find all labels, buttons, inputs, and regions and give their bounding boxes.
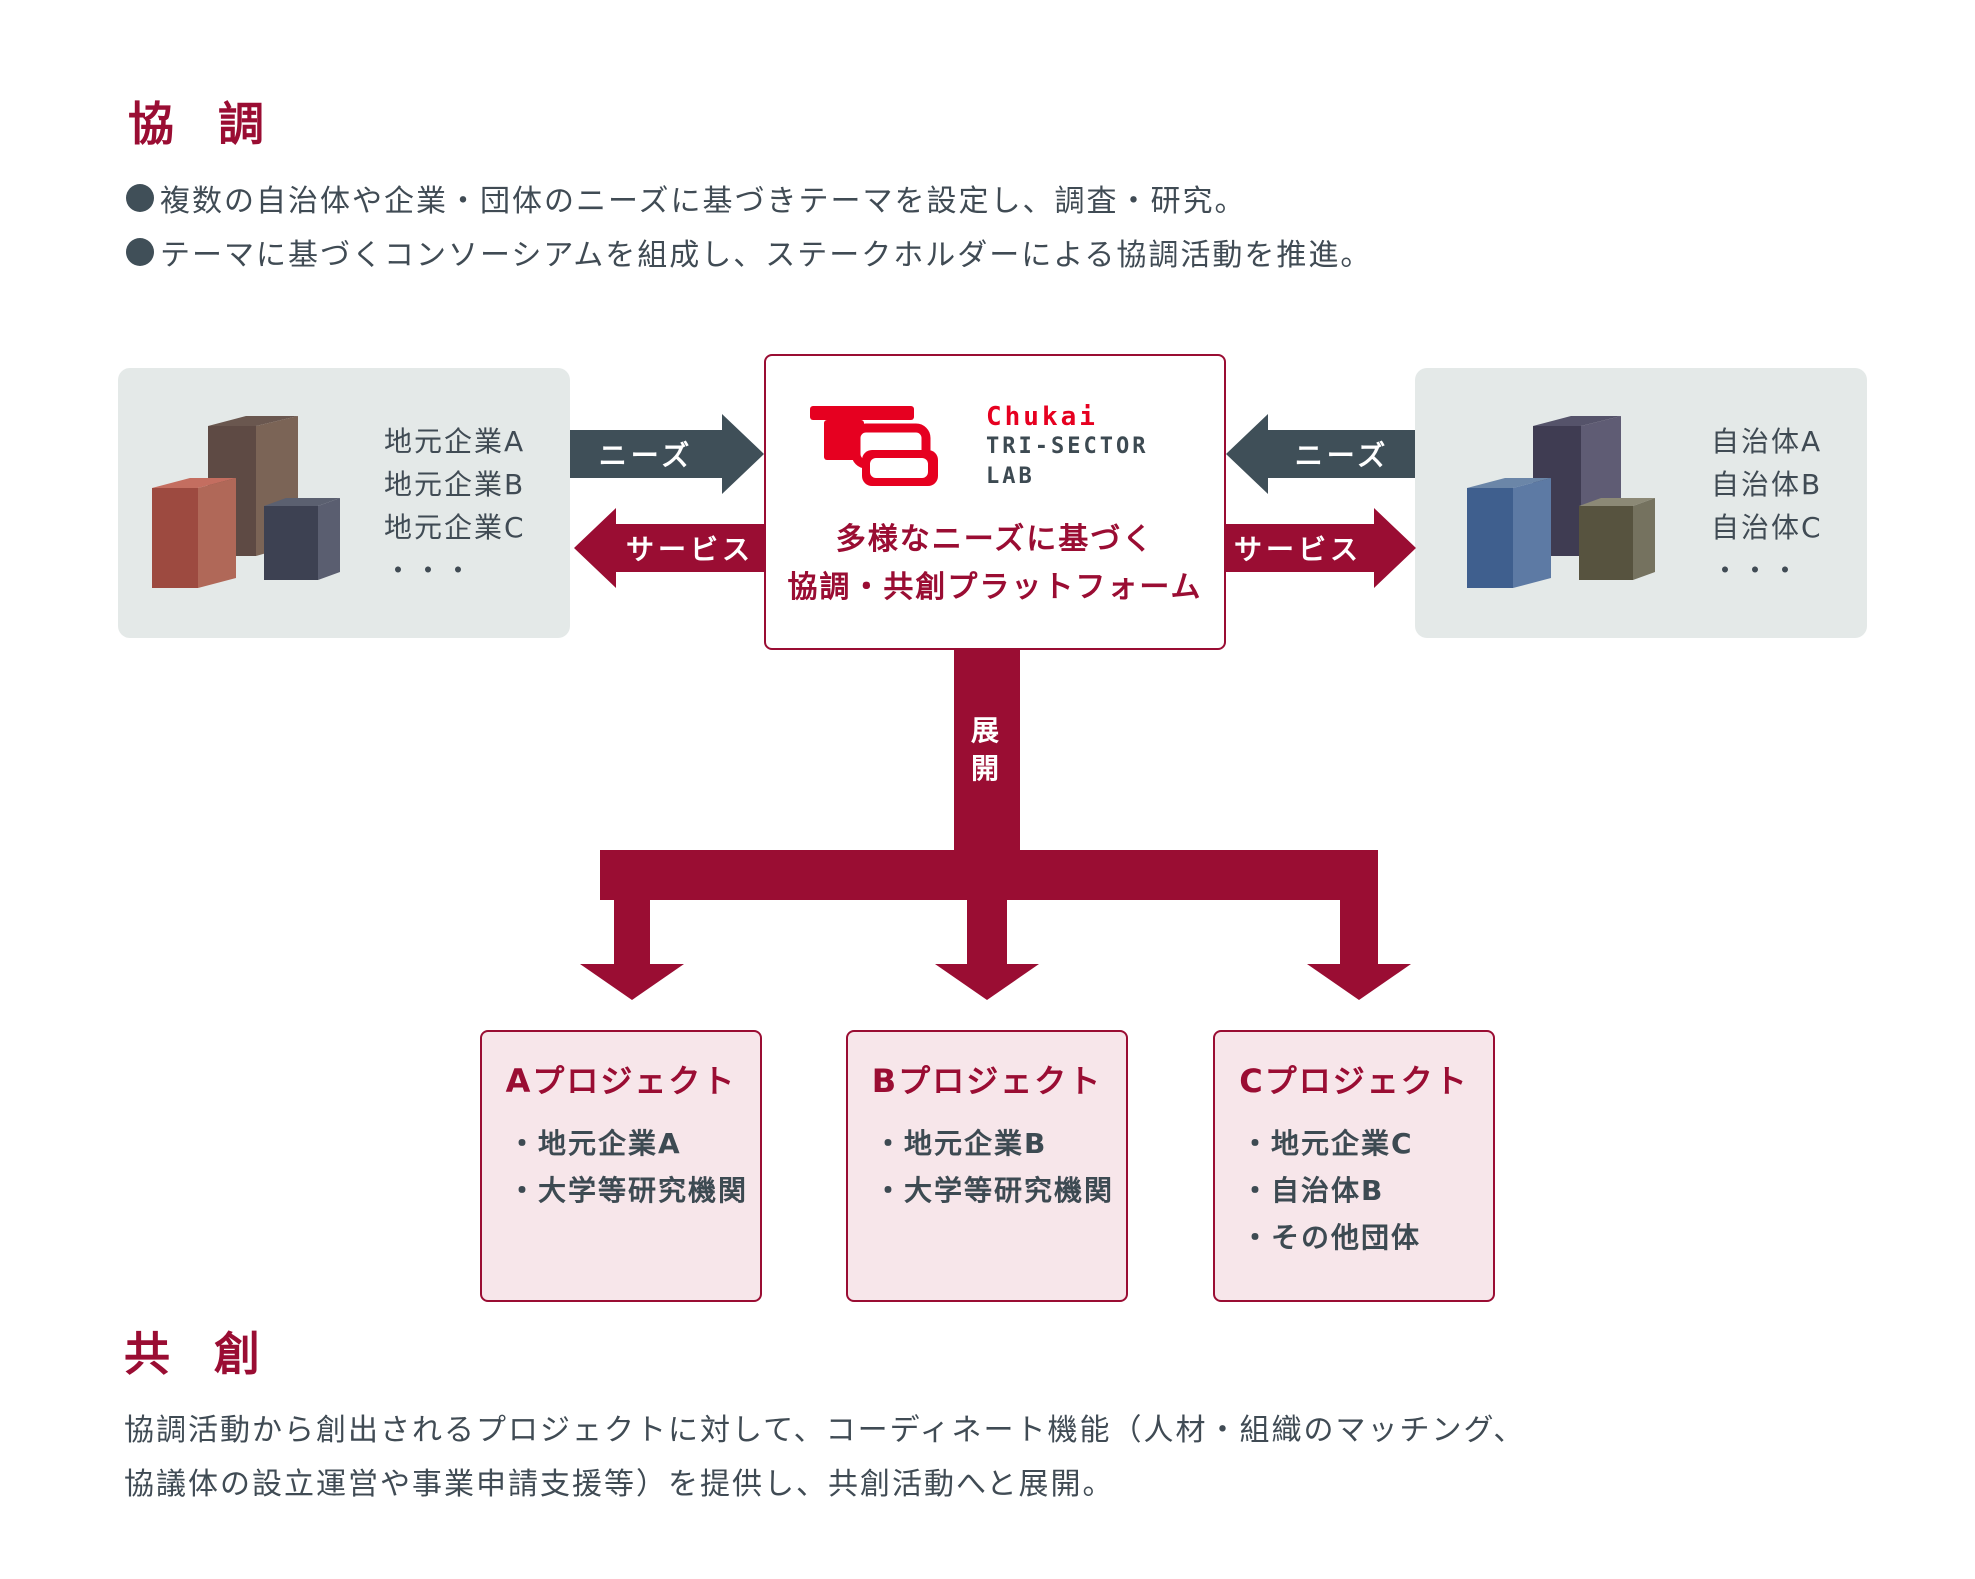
logo-line-chukai: Chukai [986, 402, 1098, 432]
project-title: Cプロジェクト [1239, 1062, 1469, 1100]
logo-line-tri-sector: TRI-SECTOR [986, 434, 1149, 459]
list-item: ・地元企業C [1241, 1127, 1414, 1160]
list-item: ・地元企業B [874, 1127, 1048, 1160]
municipalities-panel: 自治体A 自治体B 自治体C ・・・ [1415, 368, 1867, 638]
right-needs-arrow-icon [1226, 414, 1415, 494]
deploy-label-char: 開 [970, 752, 1003, 785]
list-item: 地元企業B [384, 468, 526, 501]
bullet-text: テーマに基づくコンソーシアムを組成し、ステークホルダーによる協調活動を推進。 [160, 238, 1373, 273]
platform-description: 多様なニーズに基づく 協調・共創プラットフォーム [766, 516, 1224, 612]
list-item: ・その他団体 [1241, 1221, 1422, 1254]
local-companies-list: 地元企業A 地元企業B 地元企業C ・・・ [384, 420, 526, 592]
list-item: 自治体A [1711, 425, 1823, 458]
project-members: ・地元企業A ・大学等研究機関 [508, 1120, 760, 1214]
municipalities-list: 自治体A 自治体B 自治体C ・・・ [1711, 420, 1823, 592]
left-service-label: サービス [625, 533, 754, 566]
project-card-c: Cプロジェクト ・地元企業C ・自治体B ・その他団体 [1213, 1030, 1495, 1302]
section-title-kyousou: 共 創 [124, 1327, 275, 1381]
deploy-label-char: 展 [970, 714, 1003, 747]
body-line: 協議体の設立運営や事業申請支援等）を提供し、共創活動へと展開。 [124, 1467, 1115, 1502]
list-item: 自治体B [1711, 468, 1823, 501]
project-card-a: Aプロジェクト ・地元企業A ・大学等研究機関 [480, 1030, 762, 1302]
project-members: ・地元企業B ・大学等研究機関 [874, 1120, 1126, 1214]
bullet-dot-icon [126, 238, 154, 266]
bullet-item: テーマに基づくコンソーシアムを組成し、ステークホルダーによる協調活動を推進。 [126, 230, 1372, 274]
list-item: ・自治体B [1241, 1174, 1385, 1207]
list-item: ・・・ [1711, 554, 1802, 587]
list-item: ・大学等研究機関 [508, 1174, 749, 1207]
bullet-item: 複数の自治体や企業・団体のニーズに基づきテーマを設定し、調査・研究。 [126, 176, 1247, 220]
project-title: Bプロジェクト [871, 1062, 1103, 1100]
platform-text-line: 多様なニーズに基づく [835, 522, 1155, 557]
logo-line-lab: LAB [986, 464, 1035, 489]
body-line: 協調活動から創出されるプロジェクトに対して、コーディネート機能（人材・組織のマッ… [124, 1413, 1526, 1448]
list-item: ・大学等研究機関 [874, 1174, 1115, 1207]
project-card-b: Bプロジェクト ・地元企業B ・大学等研究機関 [846, 1030, 1128, 1302]
project-members: ・地元企業C ・自治体B ・その他団体 [1241, 1120, 1493, 1261]
right-service-label: サービス [1233, 533, 1362, 566]
deploy-arrow-tree-icon [580, 646, 1411, 1000]
boxes-illustration-icon [152, 416, 340, 588]
tri-sector-logo-icon [810, 406, 938, 486]
left-needs-arrow-icon [570, 414, 764, 494]
bullet-text: 複数の自治体や企業・団体のニーズに基づきテーマを設定し、調査・研究。 [160, 184, 1247, 219]
local-companies-panel: 地元企業A 地元企業B 地元企業C ・・・ [118, 368, 570, 638]
list-item: 地元企業A [384, 425, 526, 458]
boxes-illustration-icon [1467, 416, 1655, 588]
left-needs-label: ニーズ [598, 439, 694, 472]
section-body: 協調活動から創出されるプロジェクトに対して、コーディネート機能（人材・組織のマッ… [124, 1404, 1824, 1512]
list-item: 自治体C [1711, 511, 1823, 544]
left-service-arrow-icon [574, 508, 766, 588]
right-needs-label: ニーズ [1294, 439, 1390, 472]
deploy-label: 展 開 [954, 712, 1020, 788]
logo-wordmark: Chukai TRI-SECTOR LAB [986, 402, 1148, 492]
list-item: ・地元企業A [508, 1127, 682, 1160]
platform-text-line: 協調・共創プラットフォーム [787, 570, 1203, 605]
platform-box: Chukai TRI-SECTOR LAB 多様なニーズに基づく 協調・共創プラ… [764, 354, 1226, 650]
project-title: Aプロジェクト [505, 1062, 737, 1100]
section-title-kyouchou: 協 調 [128, 97, 279, 151]
list-item: ・・・ [384, 554, 475, 587]
list-item: 地元企業C [384, 511, 526, 544]
right-service-arrow-icon [1222, 508, 1416, 588]
bullet-dot-icon [126, 184, 154, 212]
